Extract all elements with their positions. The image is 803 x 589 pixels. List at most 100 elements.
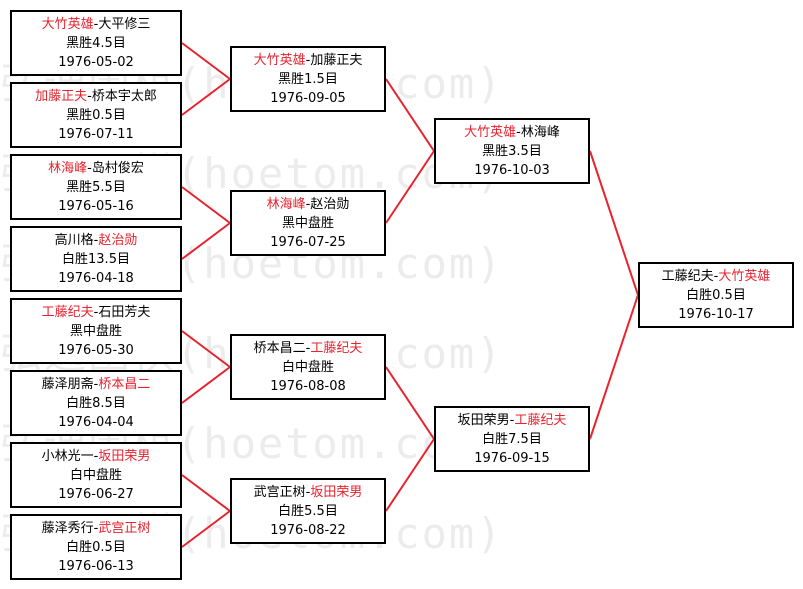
connector-line <box>589 150 639 296</box>
player-name: 工藤纪夫 <box>41 304 94 320</box>
match-players: 大竹英雄-林海峰 <box>464 123 560 142</box>
player-separator: - <box>305 52 311 68</box>
match-box: 桥本昌二-工藤纪夫白中盘胜 1976-08-08 <box>230 334 386 400</box>
player-name: 小林光一 <box>41 448 94 464</box>
connector-line <box>181 42 231 80</box>
match-result: 黑中盘胜 <box>281 215 334 231</box>
match-result: 白胜7.5目 <box>482 431 542 447</box>
match-players: 武宫正树-坂田荣男 <box>254 483 363 502</box>
connector-line <box>181 510 231 548</box>
match-date: 1976-06-13 <box>58 558 134 574</box>
match-result: 黑胜5.5目 <box>66 179 126 195</box>
match-players: 坂田荣男-工藤纪夫 <box>458 411 567 430</box>
match-result: 黑胜3.5目 <box>482 143 542 159</box>
player-name: 工藤纪夫 <box>661 268 714 284</box>
player-name: 大平修三 <box>98 16 151 32</box>
player-name: 坂田荣男 <box>310 484 363 500</box>
player-separator: - <box>713 268 719 284</box>
player-name: 林海峰 <box>48 160 88 176</box>
player-name: 工藤纪夫 <box>514 412 567 428</box>
player-name: 赵治勋 <box>98 232 138 248</box>
match-result: 白胜0.5目 <box>66 539 126 555</box>
match-players: 藤泽朋斋-桥本昌二 <box>42 375 151 394</box>
match-date: 1976-09-05 <box>270 90 346 106</box>
connector-line <box>181 78 231 116</box>
player-separator: - <box>93 448 99 464</box>
match-result: 白胜8.5目 <box>66 395 126 411</box>
match-players: 工藤纪夫-石田芳夫 <box>42 303 151 322</box>
match-date: 1976-05-02 <box>58 54 134 70</box>
player-name: 武宫正树 <box>253 484 306 500</box>
connector-line <box>385 366 435 440</box>
match-result: 白中盘胜 <box>281 359 334 375</box>
match-players: 大竹英雄-加藤正夫 <box>254 51 363 70</box>
player-separator: - <box>305 196 311 212</box>
player-name: 大竹英雄 <box>41 16 94 32</box>
player-separator: - <box>93 520 99 536</box>
match-players: 桥本昌二-工藤纪夫 <box>254 339 363 358</box>
match-date: 1976-08-08 <box>270 378 346 394</box>
player-separator: - <box>87 88 92 104</box>
player-name: 桥本昌二 <box>98 376 151 392</box>
connector-line <box>181 474 231 512</box>
player-separator: - <box>305 340 311 356</box>
connector-line <box>385 78 435 152</box>
player-name: 藤泽秀行 <box>41 520 94 536</box>
player-name: 桥本昌二 <box>253 340 306 356</box>
player-separator: - <box>87 160 92 176</box>
match-result: 黑胜1.5目 <box>278 71 338 87</box>
player-separator: - <box>516 124 521 140</box>
connector-line <box>181 330 231 368</box>
match-players: 林海峰-赵治勋 <box>267 195 350 214</box>
match-players: 加藤正夫-桥本宇太郎 <box>35 87 157 106</box>
player-name: 大竹英雄 <box>464 124 517 140</box>
match-players: 工藤纪夫-大竹英雄 <box>662 267 771 286</box>
connector-line <box>385 438 435 512</box>
player-name: 岛村俊宏 <box>91 160 144 176</box>
player-name: 高川格 <box>54 232 94 248</box>
match-players: 小林光一-坂田荣男 <box>42 447 151 466</box>
connector-line <box>181 222 231 260</box>
match-result: 黑胜4.5目 <box>66 35 126 51</box>
match-date: 1976-10-03 <box>474 162 550 178</box>
player-name: 武宫正树 <box>98 520 151 536</box>
match-players: 藤泽秀行-武宫正树 <box>42 519 151 538</box>
match-players: 林海峰-岛村俊宏 <box>48 159 144 178</box>
player-name: 林海峰 <box>520 124 560 140</box>
match-date: 1976-05-16 <box>58 198 134 214</box>
match-box: 大竹英雄-大平修三黑胜4.5目 1976-05-02 <box>10 10 182 76</box>
connector-line <box>385 150 435 224</box>
player-separator: - <box>305 484 311 500</box>
player-name: 坂田荣男 <box>457 412 510 428</box>
match-date: 1976-07-11 <box>58 126 134 142</box>
player-separator: - <box>509 412 515 428</box>
player-name: 加藤正夫 <box>35 88 88 104</box>
match-result: 白中盘胜 <box>69 467 122 483</box>
player-separator: - <box>93 16 99 32</box>
connector-line <box>589 294 639 440</box>
match-date: 1976-04-18 <box>58 270 134 286</box>
match-date: 1976-05-30 <box>58 342 134 358</box>
player-separator: - <box>93 376 99 392</box>
match-result: 黑胜0.5目 <box>66 107 126 123</box>
match-result: 白胜13.5目 <box>62 251 130 267</box>
player-name: 藤泽朋斋 <box>41 376 94 392</box>
match-box: 林海峰-赵治勋黑中盘胜 1976-07-25 <box>230 190 386 256</box>
player-name: 桥本宇太郎 <box>91 88 157 104</box>
player-name: 石田芳夫 <box>98 304 151 320</box>
match-players: 高川格-赵治勋 <box>55 231 138 250</box>
match-date: 1976-07-25 <box>270 234 346 250</box>
player-separator: - <box>93 304 99 320</box>
player-separator: - <box>93 232 99 248</box>
connector-line <box>181 186 231 224</box>
